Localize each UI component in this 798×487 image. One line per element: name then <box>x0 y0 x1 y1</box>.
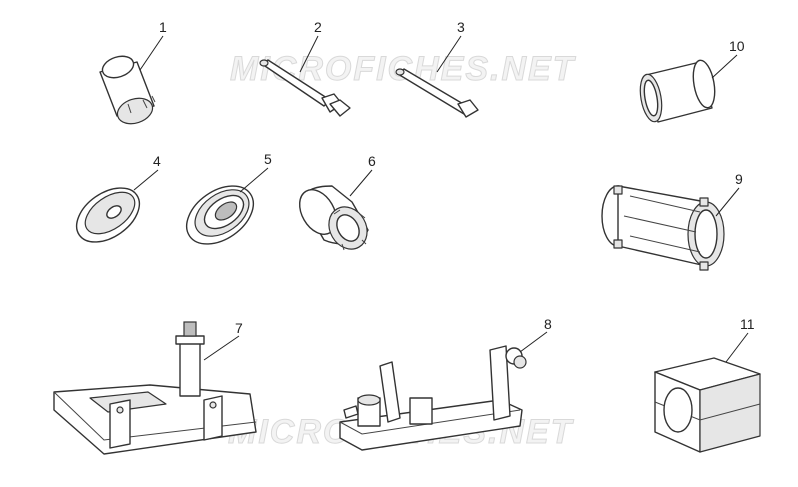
part-7-base-plate <box>53 321 257 455</box>
part-5-stepped-disc <box>186 185 254 245</box>
part-6-slotted-socket <box>298 185 369 251</box>
callout-8: 8 <box>544 316 552 332</box>
callout-11: 11 <box>740 316 755 332</box>
callout-10: 10 <box>729 38 745 54</box>
callout-3: 3 <box>457 19 465 35</box>
callout-9: 9 <box>735 171 743 187</box>
callout-4: 4 <box>153 153 161 169</box>
callout-2: 2 <box>314 19 322 35</box>
leader-lines <box>133 35 749 363</box>
part-8-fixture <box>339 345 527 451</box>
callout-1: 1 <box>159 19 167 35</box>
part-11-split-block <box>654 357 761 453</box>
part-9-spacer-cage <box>601 185 725 271</box>
part-2-rod <box>259 59 351 117</box>
callout-7: 7 <box>235 320 243 336</box>
part-3-pin <box>395 68 479 118</box>
part-4-disc <box>75 187 141 243</box>
callout-5: 5 <box>264 151 272 167</box>
part-1-socket <box>99 55 156 125</box>
part-10-bushing <box>639 59 716 123</box>
callout-6: 6 <box>368 153 376 169</box>
